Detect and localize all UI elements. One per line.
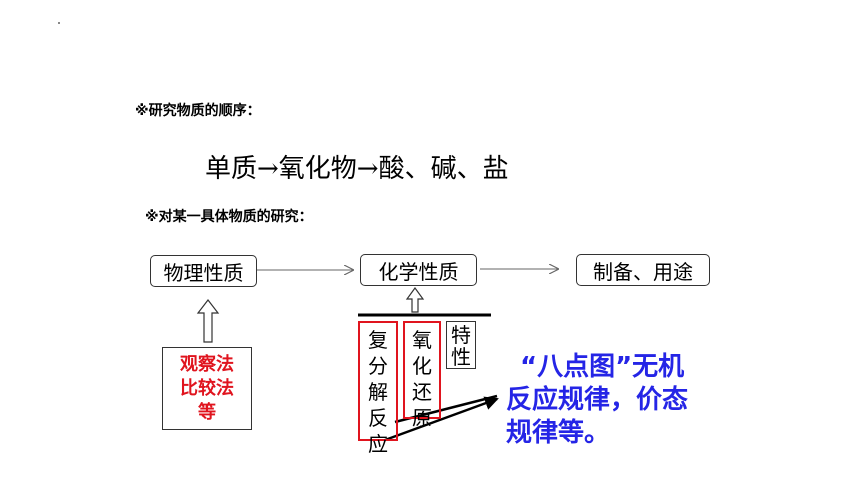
hollow-up-arrow-chemical — [405, 286, 425, 313]
redox-column: 氧 化 还 原 — [403, 321, 441, 430]
methods-box: 观察法 比较法 等 — [162, 347, 252, 430]
decomp-char-2: 分 — [368, 354, 388, 378]
special-properties-column: 特 性 — [446, 321, 476, 369]
decomp-char-5: 应 — [368, 432, 388, 456]
redox-char-3: 还 — [412, 380, 432, 404]
note-line-3: 规律等。 — [506, 418, 611, 448]
preparation-uses-box: 制备、用途 — [576, 254, 710, 286]
special-char-2: 性 — [451, 345, 471, 369]
special-char-1: 特 — [451, 323, 471, 347]
hollow-up-arrow-methods — [196, 299, 220, 343]
note-line-2: 反应规律，价态 — [506, 385, 689, 415]
method-comparison: 比较法 — [180, 377, 234, 399]
dot-mark — [58, 22, 60, 24]
redox-char-4: 原 — [412, 406, 432, 430]
research-order-heading: ※研究物质的顺序： — [135, 103, 261, 119]
note-line-1: “八点图”无机 — [520, 352, 685, 382]
chemical-properties-box: 化学性质 — [360, 254, 477, 286]
decomp-char-1: 复 — [368, 328, 388, 352]
inorganic-rules-note: “八点图”无机 反应规律，价态 规律等。 — [506, 351, 688, 450]
pointer-arrow-1 — [384, 396, 499, 442]
method-etc: 等 — [198, 401, 216, 423]
redox-char-2: 化 — [412, 354, 432, 378]
decomp-char-4: 反 — [368, 406, 388, 430]
decomposition-reaction-column: 复 分 解 反 应 — [358, 321, 398, 456]
substance-sequence: 单质→氧化物→酸、碱、盐 — [205, 154, 509, 184]
redox-char-1: 氧 — [412, 328, 432, 352]
specific-substance-heading: ※对某一具体物质的研究： — [145, 209, 313, 225]
physical-properties-box: 物理性质 — [150, 255, 257, 287]
method-observation: 观察法 — [180, 353, 234, 375]
decomp-char-3: 解 — [368, 380, 388, 404]
